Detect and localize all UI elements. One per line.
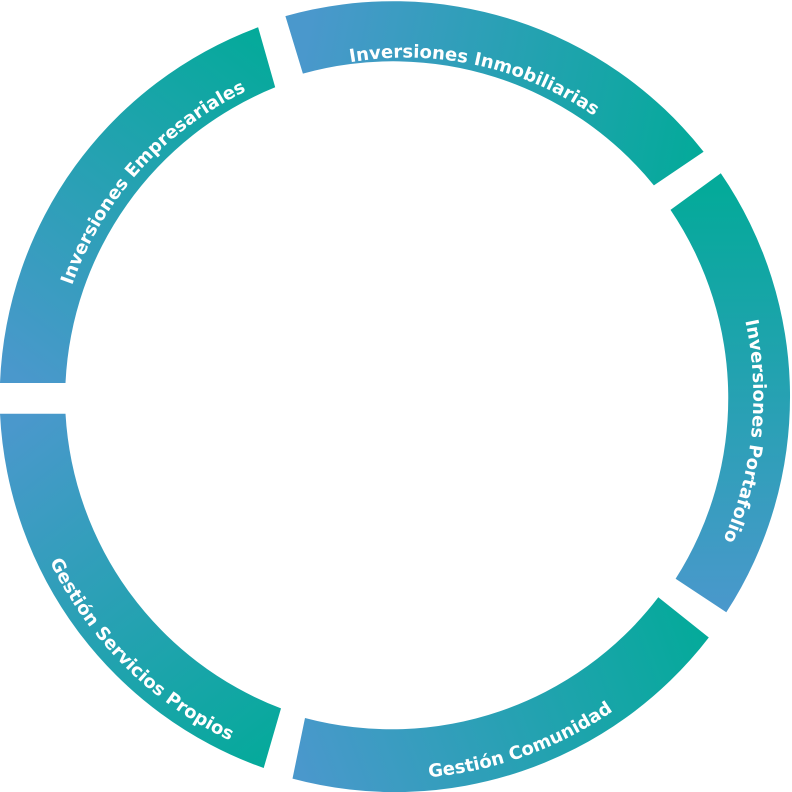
ring-segment-inversiones-empresariales[interactable]: Inversiones Empresariales bbox=[0, 27, 276, 384]
ring-segment-gestion-servicios-propios[interactable]: Gestión Servicios Propios bbox=[0, 413, 281, 768]
ring-segment-gestion-comunidad[interactable]: Gestión Comunidad bbox=[292, 597, 709, 792]
ring-segment-inversiones-portafolio[interactable]: Inversiones Portafolio bbox=[670, 173, 791, 613]
ring-segment-inversiones-inmobiliarias[interactable]: Inversiones Inmobiliarias bbox=[285, 1, 704, 186]
